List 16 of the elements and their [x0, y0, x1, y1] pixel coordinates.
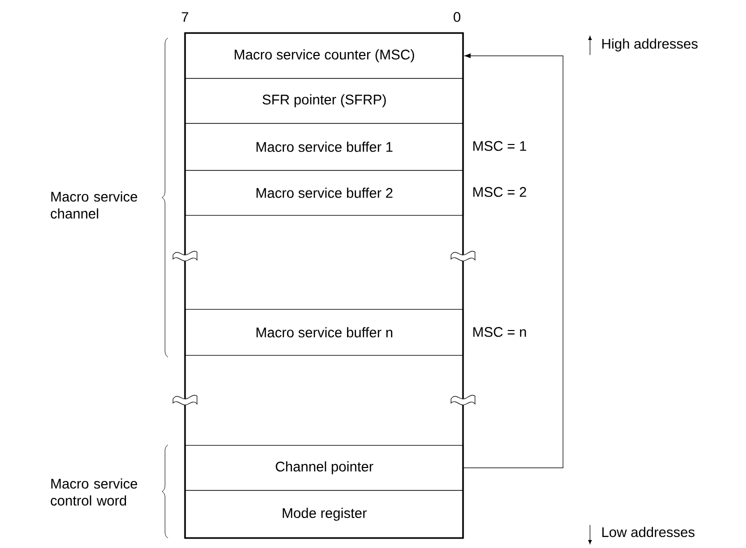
memory-row: Macro service buffer n: [185, 309, 464, 356]
memory-row: Macro service counter (MSC): [185, 33, 464, 79]
memory-row: Mode register: [185, 490, 464, 539]
memory-row: Macro service buffer 1: [185, 123, 464, 171]
address-label: Low addresses: [602, 526, 694, 538]
brace-label: Macro service control word: [50, 478, 138, 506]
memory-row: Macro service buffer 2: [185, 170, 464, 216]
condition-label: MSC = 1: [473, 141, 526, 151]
bit-number: 7: [182, 12, 188, 22]
condition-label: MSC = 2: [473, 187, 526, 197]
arrow: [463, 54, 564, 468]
condition-label: MSC = n: [473, 327, 526, 337]
brace-label: Macro service channel: [50, 191, 138, 219]
address-label: High addresses: [602, 38, 698, 52]
memory-row: Channel pointer: [185, 445, 464, 491]
memory-row: SFR pointer (SFRP): [185, 78, 464, 124]
